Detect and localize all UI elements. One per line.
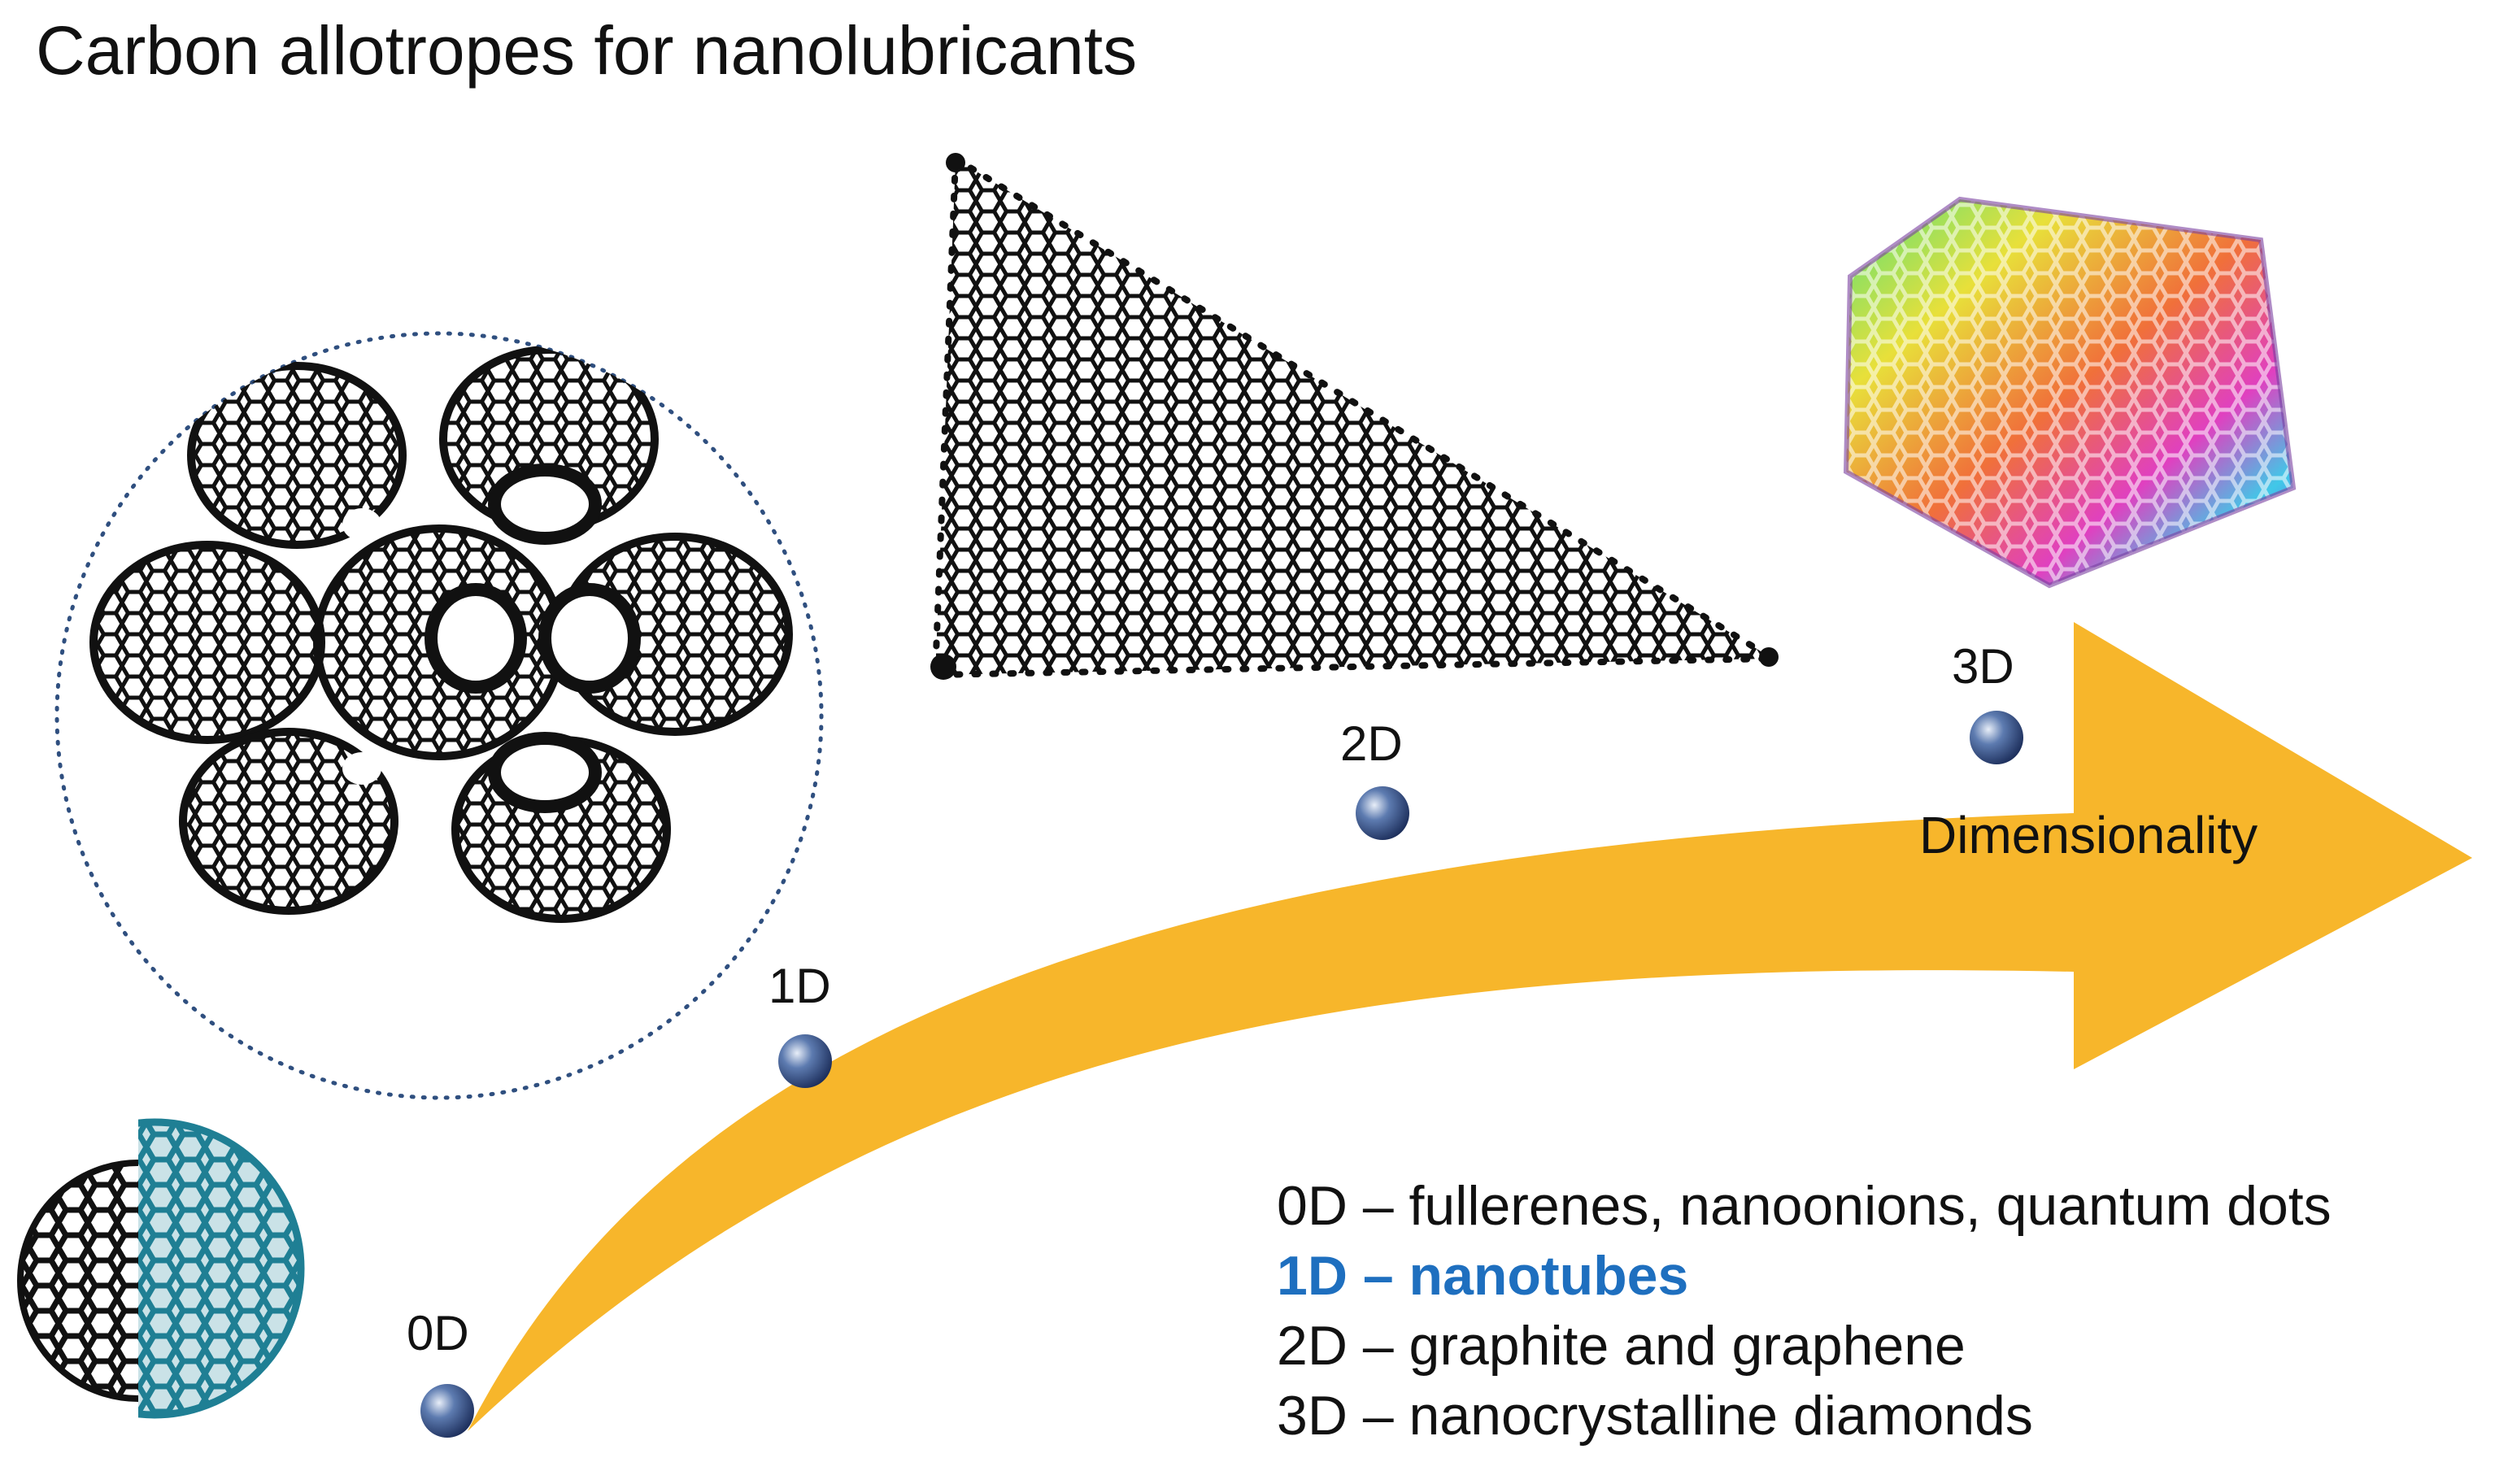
page-title: Carbon allotropes for nanolubricants [36,12,1138,89]
point-1d-marker [778,1034,832,1088]
graphene-sheet-icon [930,153,1784,680]
legend-item-3d: 3D – nanocrystalline diamonds [1277,1385,2033,1447]
legend-item-0d: 0D – fullerenes, nanoonions, quantum dot… [1277,1175,2332,1237]
legend-item-1d: 1D – nanotubes [1277,1245,1689,1307]
point-label-1d: 1D [769,959,831,1013]
point-2d-marker [1356,786,1409,840]
dimensionality-arrow [468,622,2472,1431]
point-label-2d: 2D [1340,716,1403,771]
point-0d-marker [420,1384,474,1438]
fullerene-icon [17,1118,305,1419]
nanotube-bundle-icon [54,331,824,1100]
point-label-0d: 0D [407,1306,469,1360]
point-label-3d: 3D [1952,639,2014,694]
arrow-label: Dimensionality [1919,806,2258,864]
legend-item-2d: 2D – graphite and graphene [1277,1315,1966,1377]
point-3d-marker [1970,711,2023,764]
nanodiamond-icon [1843,196,2297,589]
legend: 0D – fullerenes, nanoonions, quantum dot… [1277,1171,2332,1451]
